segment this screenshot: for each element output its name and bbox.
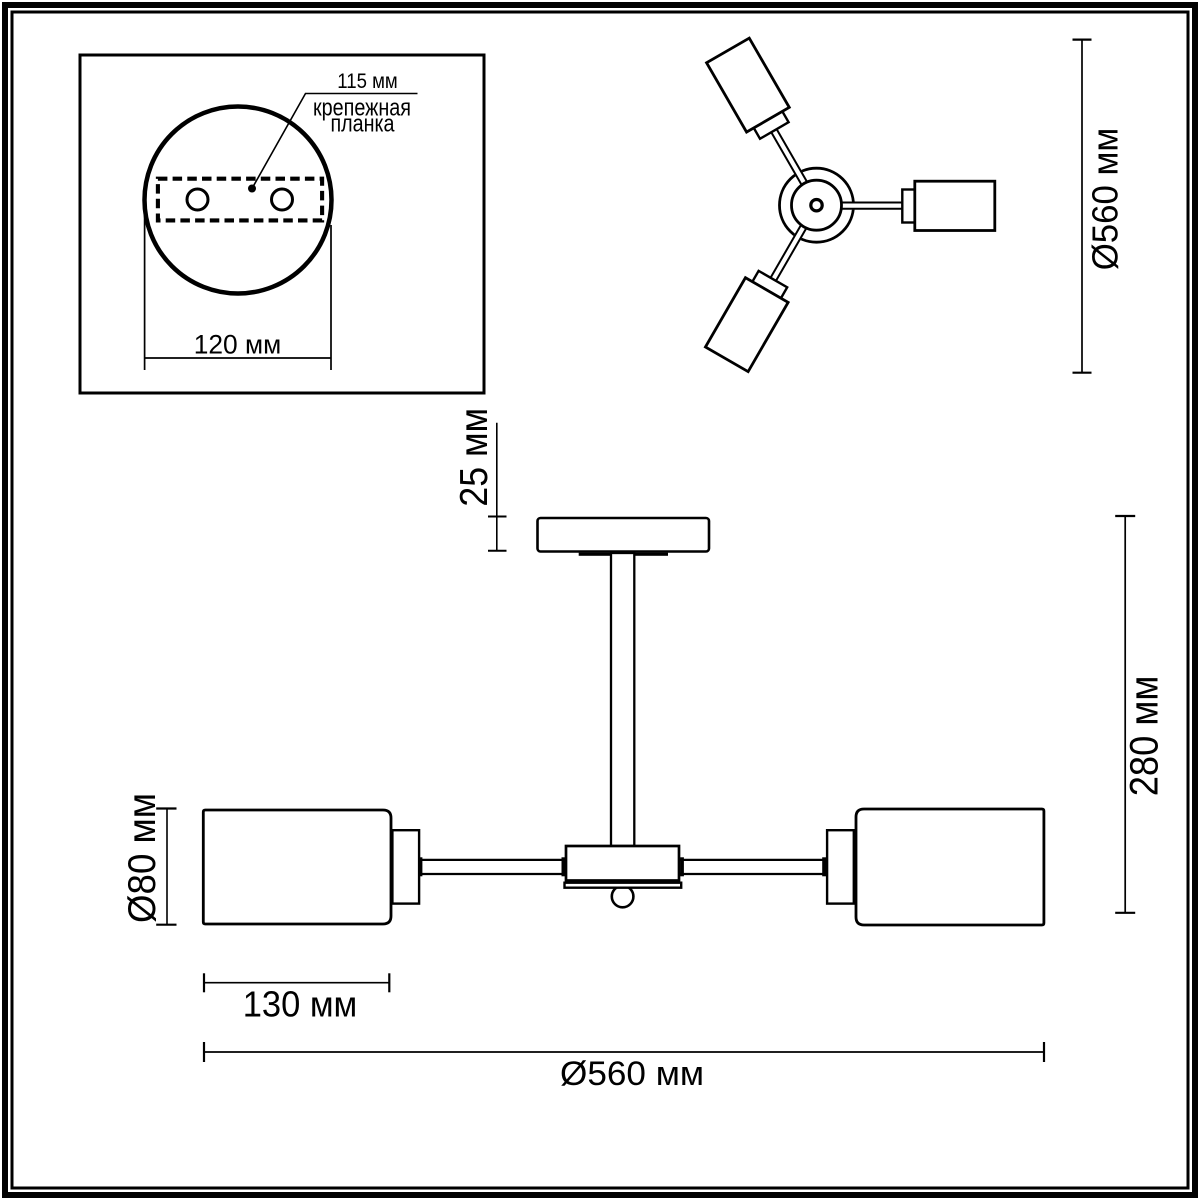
svg-text:крепежная: крепежная bbox=[313, 94, 411, 121]
svg-text:25 мм: 25 мм bbox=[453, 408, 496, 507]
svg-text:Ø560 мм: Ø560 мм bbox=[560, 1055, 704, 1093]
svg-text:планка: планка bbox=[331, 111, 396, 138]
svg-text:120 мм: 120 мм bbox=[194, 330, 282, 360]
svg-text:280 мм: 280 мм bbox=[1123, 676, 1167, 797]
svg-text:115 мм: 115 мм bbox=[337, 70, 398, 93]
svg-text:Ø80 мм: Ø80 мм bbox=[121, 793, 164, 923]
svg-text:Ø560 мм: Ø560 мм bbox=[1085, 128, 1126, 271]
svg-text:130 мм: 130 мм bbox=[243, 984, 358, 1025]
